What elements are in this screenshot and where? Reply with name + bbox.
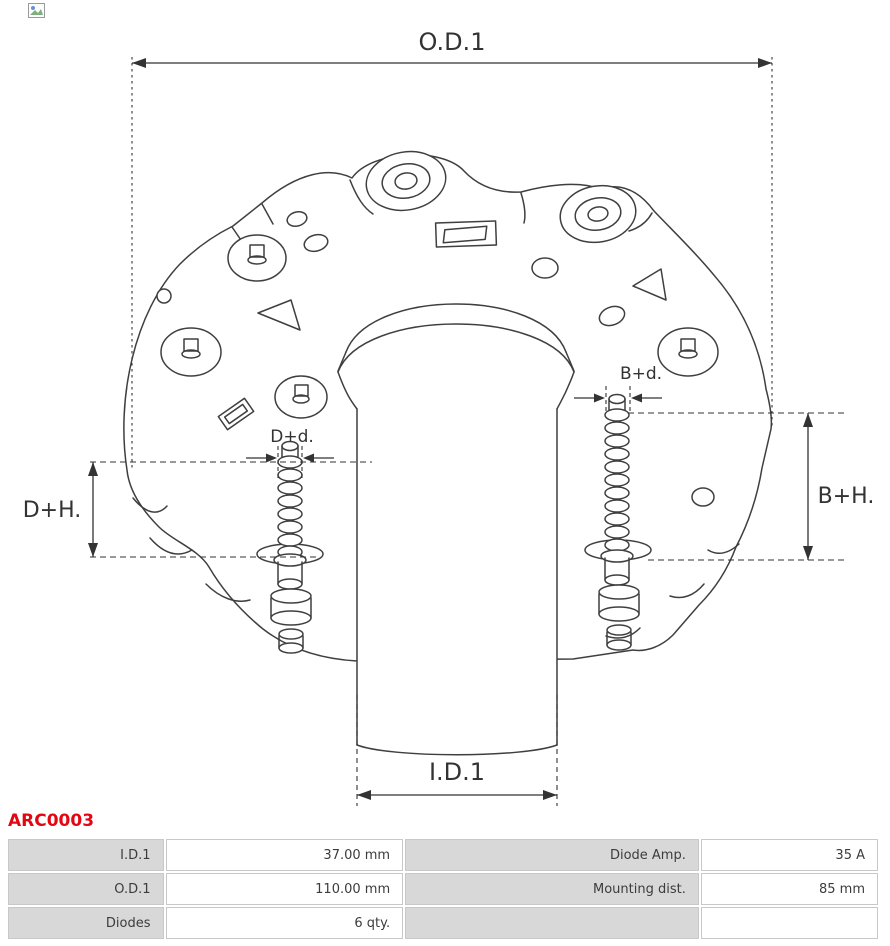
terminal-slot (434, 220, 498, 248)
spec-value-diode-amp: 35 A (700, 839, 878, 871)
spec-row: I.D.1 37.00 mm Diode Amp. 35 A (8, 839, 878, 871)
arrow-mark (257, 299, 301, 331)
dd-label: D+d. (270, 427, 314, 447)
spec-value-od1: 110.00 mm (165, 873, 404, 905)
diode-terminal (160, 327, 222, 377)
bh-label: B+H. (818, 484, 875, 509)
hole (691, 487, 715, 507)
spec-value-id1: 37.00 mm (165, 839, 404, 871)
spec-row: O.D.1 110.00 mm Mounting dist. 85 mm (8, 873, 878, 905)
spec-label-od1: O.D.1 (8, 873, 164, 905)
hole (531, 257, 559, 279)
slot (217, 397, 255, 431)
rectifier-technical-drawing: O.D.1 I.D.1 D+H. B+H. D+d. B+d. (23, 28, 875, 806)
spec-value-diodes: 6 qty. (165, 907, 404, 939)
dh-label: D+H. (23, 498, 82, 523)
spec-value-empty (700, 907, 878, 939)
od1-label: O.D.1 (419, 28, 486, 56)
mount-boss-right (559, 184, 637, 244)
diode-terminal (274, 375, 328, 419)
hole (286, 211, 308, 227)
hole (303, 233, 329, 253)
center-tube (337, 303, 575, 756)
arrow-mark (632, 268, 667, 301)
spec-row: Diodes 6 qty. (8, 907, 878, 939)
spec-label-empty (405, 907, 699, 939)
dimension-lines (88, 57, 845, 806)
page-logo-icon (28, 3, 45, 18)
spec-label-mounting-dist: Mounting dist. (405, 873, 699, 905)
hole (598, 305, 626, 327)
dimension-labels: O.D.1 I.D.1 D+H. B+H. D+d. B+d. (23, 28, 875, 786)
bd-label: B+d. (620, 364, 662, 384)
mount-boss-left (365, 150, 447, 212)
product-code: ARC0003 (8, 811, 95, 831)
right-stud (584, 393, 652, 651)
spec-label-diodes: Diodes (8, 907, 164, 939)
specs-table: I.D.1 37.00 mm Diode Amp. 35 A O.D.1 110… (6, 837, 880, 941)
spec-value-mounting-dist: 85 mm (700, 873, 878, 905)
diode-terminal (227, 234, 287, 282)
hole (156, 288, 172, 304)
spec-label-diode-amp: Diode Amp. (405, 839, 699, 871)
left-stud (256, 440, 324, 654)
id1-label: I.D.1 (429, 758, 485, 786)
spec-label-id1: I.D.1 (8, 839, 164, 871)
diode-terminal (657, 327, 719, 377)
